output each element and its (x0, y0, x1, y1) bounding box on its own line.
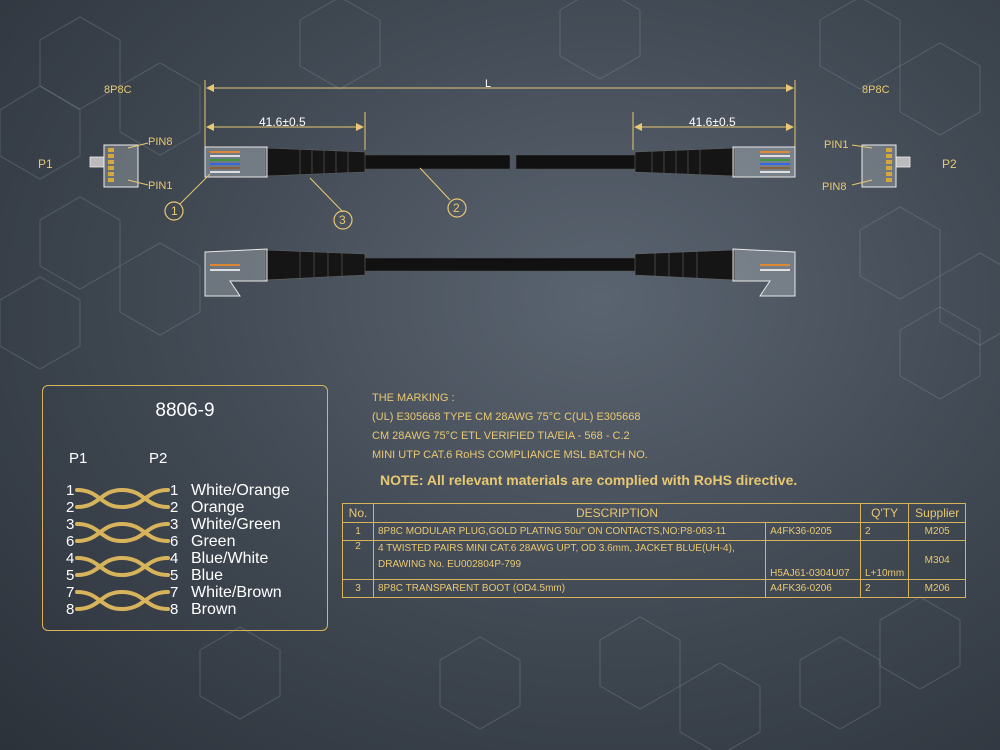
callout-2: 2 (453, 201, 460, 215)
marking-block: THE MARKING : (UL) E305668 TYPE CM 28AWG… (372, 389, 648, 465)
p1-pin: 4 (66, 550, 75, 567)
header-no: No. (342, 503, 374, 523)
callout-3-circle (333, 210, 353, 230)
wire-color: Green (191, 533, 236, 550)
p1-pin: 1 (66, 482, 75, 499)
row-supplier: M304 (908, 540, 967, 580)
left-connector-label: 8P8C (104, 84, 132, 96)
row-no: 2 (342, 540, 374, 580)
row-description: 4 TWISTED PAIRS MINI CAT.6 28AWG UPT, OD… (372, 540, 767, 580)
row-description-line: DRAWING No. EU002804P-799 (378, 559, 522, 570)
callout-3: 3 (339, 213, 346, 227)
p1-pin: 8 (66, 601, 75, 618)
wire-color: White/Orange (191, 482, 290, 499)
marking-line: THE MARKING : (372, 392, 455, 404)
pinout-title: 8806-9 (155, 400, 215, 421)
callout-1: 1 (171, 204, 178, 218)
right-pin1-label: PIN1 (824, 139, 849, 151)
marking-line: MINI UTP CAT.6 RoHS COMPLIANCE MSL BATCH… (372, 449, 648, 461)
marking-line: (UL) E305668 TYPE CM 28AWG 75°C C(UL) E3… (372, 411, 641, 423)
twisted-pair-graphic (75, 487, 170, 612)
wire-color: Orange (191, 499, 245, 516)
p2-pin: 6 (170, 533, 179, 550)
left-pin8-label: PIN8 (148, 136, 173, 148)
p1-pin: 7 (66, 584, 75, 601)
plug-length-dimension-right (632, 112, 794, 150)
p1-pin: 6 (66, 533, 75, 550)
wire-color: White/Green (191, 516, 281, 533)
plug-length-dimension-left (206, 112, 366, 150)
p2-pin: 2 (170, 499, 179, 516)
p2-pin: 3 (170, 516, 179, 533)
left-pin1-label: PIN1 (148, 180, 173, 192)
row-part-number: A4FK36-0206 (765, 579, 861, 598)
left-plug-label: P1 (38, 157, 53, 171)
p1-pin: 5 (66, 567, 75, 584)
row-qty: 2 (859, 579, 910, 598)
marking-line: CM 28AWG 75°C ETL VERIFIED TIA/EIA - 568… (372, 430, 630, 442)
row-qty: L+10mm (859, 540, 910, 580)
table-header-row: No. DESCRIPTION Q'TY Supplier (342, 503, 967, 523)
row-part-number: H5AJ61-0304U07 (765, 540, 861, 580)
pinout-header-p1: P1 (69, 450, 88, 467)
p2-pin: 4 (170, 550, 179, 567)
row-description-line: 4 TWISTED PAIRS MINI CAT.6 28AWG UPT, OD… (378, 543, 735, 554)
row-description: 8P8C TRANSPARENT BOOT (OD4.5mm) (372, 579, 767, 598)
length-label: L (485, 78, 492, 90)
right-pin8-label: PIN8 (822, 181, 847, 193)
left-plug-dimension: 41.6±0.5 (259, 115, 306, 129)
row-no: 1 (342, 522, 374, 541)
cable-top-view (204, 146, 796, 178)
p2-pin: 7 (170, 584, 179, 601)
p1-pin: 2 (66, 499, 75, 516)
table-row: 3 8P8C TRANSPARENT BOOT (OD4.5mm) A4FK36… (342, 579, 967, 598)
plug-end-view-left (89, 144, 139, 188)
header-supplier: Supplier (908, 503, 967, 523)
pinout-header-p2: P2 (149, 450, 168, 467)
callout-1-circle (164, 201, 184, 221)
pinout-panel: 8806-9 P1 P2 1 2 3 6 4 5 7 8 1 2 3 6 4 5… (42, 385, 328, 631)
plug-end-view-right (861, 144, 911, 188)
row-part-number: A4FK36-0205 (765, 522, 861, 541)
row-no: 3 (342, 579, 374, 598)
p1-pin: 3 (66, 516, 75, 533)
row-supplier: M206 (908, 579, 967, 598)
header-qty: Q'TY (859, 503, 910, 523)
table-row: 2 4 TWISTED PAIRS MINI CAT.6 28AWG UPT, … (342, 540, 967, 580)
p2-pin: 5 (170, 567, 179, 584)
row-description: 8P8C MODULAR PLUG,GOLD PLATING 50u" ON C… (372, 522, 766, 541)
row-supplier: M205 (908, 522, 967, 541)
right-connector-label: 8P8C (862, 84, 890, 96)
bill-of-materials-table: No. DESCRIPTION Q'TY Supplier 1 8P8C MOD… (342, 503, 967, 598)
header-description: DESCRIPTION (373, 503, 861, 523)
right-plug-label: P2 (942, 157, 957, 171)
cable-drawing (89, 80, 911, 297)
table-row: 1 8P8C MODULAR PLUG,GOLD PLATING 50u" ON… (342, 522, 967, 541)
right-plug-dimension: 41.6±0.5 (689, 115, 736, 129)
callout-2-circle (447, 198, 467, 218)
wire-color: Brown (191, 601, 237, 618)
p2-pin: 8 (170, 601, 179, 618)
wire-color: Blue/White (191, 550, 269, 567)
cable-side-view (204, 248, 796, 297)
row-qty: 2 (859, 522, 910, 541)
rohs-note: NOTE: All relevant materials are complie… (380, 472, 798, 488)
wire-color: White/Brown (191, 584, 282, 601)
p2-pin: 1 (170, 482, 179, 499)
wire-color: Blue (191, 567, 224, 584)
